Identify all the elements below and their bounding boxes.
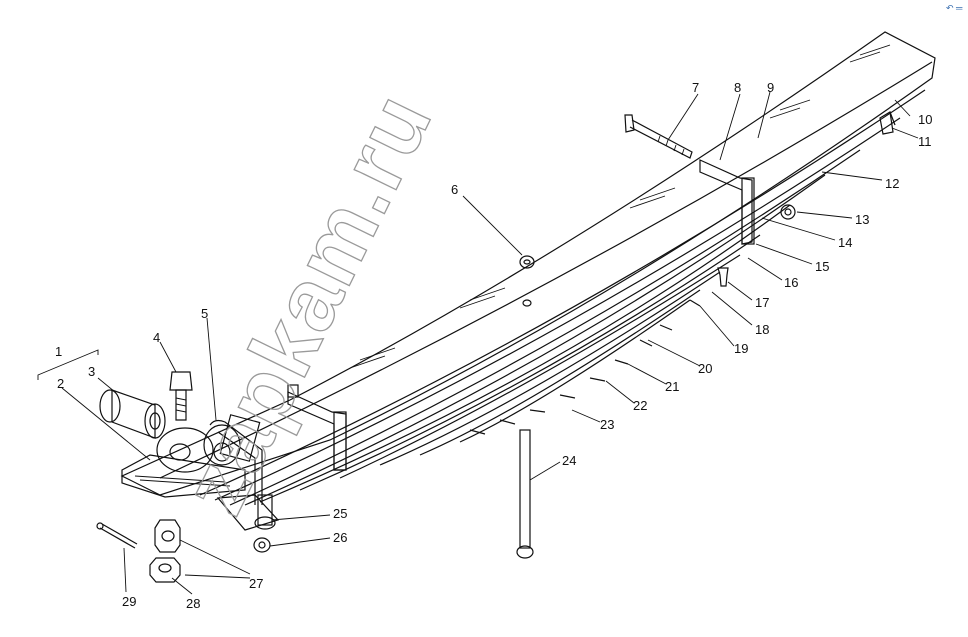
callout-labels: 1 2 3 4 5 6 7 8 9 10 11 12 13 14 15 16 1… <box>55 80 932 611</box>
cotter-pin-29 <box>99 523 138 549</box>
callout-4: 4 <box>153 330 160 345</box>
callout-18: 18 <box>755 322 769 337</box>
callout-1: 1 <box>55 344 62 359</box>
front-eye-bracket <box>121 424 246 498</box>
callout-13: 13 <box>855 212 869 227</box>
callout-12: 12 <box>885 176 899 191</box>
callout-14: 14 <box>838 235 852 250</box>
bracket-1 <box>37 349 99 380</box>
callout-6: 6 <box>451 182 458 197</box>
callout-28: 28 <box>186 596 200 611</box>
nut-13 <box>780 204 796 220</box>
callout-9: 9 <box>767 80 774 95</box>
callout-10: 10 <box>918 112 932 127</box>
leaf-5 <box>244 174 826 506</box>
corner-mark: ↶ ═ <box>946 3 963 13</box>
callout-5: 5 <box>201 306 208 321</box>
leaf-4 <box>229 149 861 506</box>
watermark: zapkam.ru <box>163 78 451 529</box>
leaf-11 <box>459 299 691 443</box>
callout-15: 15 <box>815 259 829 274</box>
callout-25: 25 <box>333 506 347 521</box>
callout-23: 23 <box>600 417 614 432</box>
callout-7: 7 <box>692 80 699 95</box>
callout-17: 17 <box>755 295 769 310</box>
callout-20: 20 <box>698 361 712 376</box>
castle-nut-27 <box>154 519 181 553</box>
long-bolt <box>516 429 534 559</box>
callout-8: 8 <box>734 80 741 95</box>
center-bolt <box>624 114 693 159</box>
nut-6b <box>522 299 532 307</box>
callout-24: 24 <box>562 453 576 468</box>
leaf-2 <box>199 89 926 496</box>
callout-27: 27 <box>249 576 263 591</box>
rear-tip-bracket <box>879 111 896 135</box>
callout-3: 3 <box>88 364 95 379</box>
nut-6 <box>519 255 535 269</box>
callout-22: 22 <box>633 398 647 413</box>
callout-21: 21 <box>665 379 679 394</box>
leader-lines <box>61 91 919 595</box>
rubber-sleeve <box>99 389 166 439</box>
center-clamp <box>699 159 755 245</box>
callout-11: 11 <box>918 134 932 149</box>
callout-26: 26 <box>333 530 347 545</box>
castle-nut-28 <box>149 557 181 583</box>
callout-2: 2 <box>57 376 64 391</box>
leaf-3 <box>214 117 901 501</box>
callout-19: 19 <box>734 341 748 356</box>
callout-29: 29 <box>122 594 136 609</box>
leaf-6 <box>259 204 791 503</box>
rear-clamp <box>287 384 347 471</box>
leaf-9 <box>379 271 721 466</box>
leaf-8 <box>339 254 741 479</box>
screw-17 <box>717 267 729 287</box>
small-fasteners <box>96 204 796 583</box>
main-leaf <box>120 31 936 496</box>
eye-bolt <box>169 371 193 421</box>
leaf-10 <box>419 289 701 456</box>
callout-16: 16 <box>784 275 798 290</box>
leaf-stack <box>120 31 936 506</box>
nut-26 <box>253 537 271 553</box>
leaf-7 <box>299 234 761 491</box>
front-u-bolt <box>209 414 280 531</box>
